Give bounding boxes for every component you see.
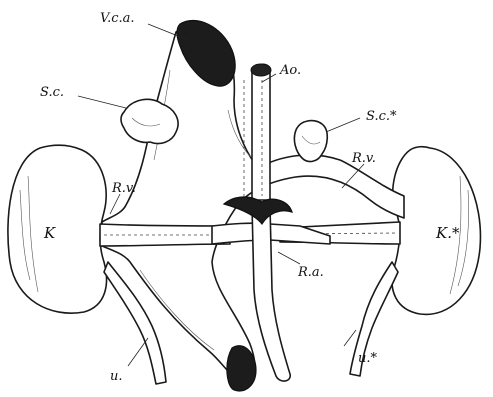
- left-kidney: [8, 145, 107, 313]
- label-renal-vein-left: R.v.: [111, 181, 136, 196]
- label-kidney-right: K.*: [435, 224, 460, 242]
- label-ureter-right: u.*: [358, 351, 378, 366]
- label-suprarenal-right: S.c.*: [366, 109, 397, 124]
- aorta: [252, 64, 270, 200]
- label-aorta: Ao.: [279, 63, 301, 78]
- label-renal-artery: R.a.: [297, 265, 324, 280]
- label-kidney-left: K: [43, 224, 56, 242]
- label-renal-vein-right: R.v.: [351, 151, 376, 166]
- label-vena-cava: V.c.a.: [100, 11, 135, 26]
- label-ureter-left: u.: [110, 369, 123, 384]
- label-suprarenal-left: S.c.: [40, 85, 64, 100]
